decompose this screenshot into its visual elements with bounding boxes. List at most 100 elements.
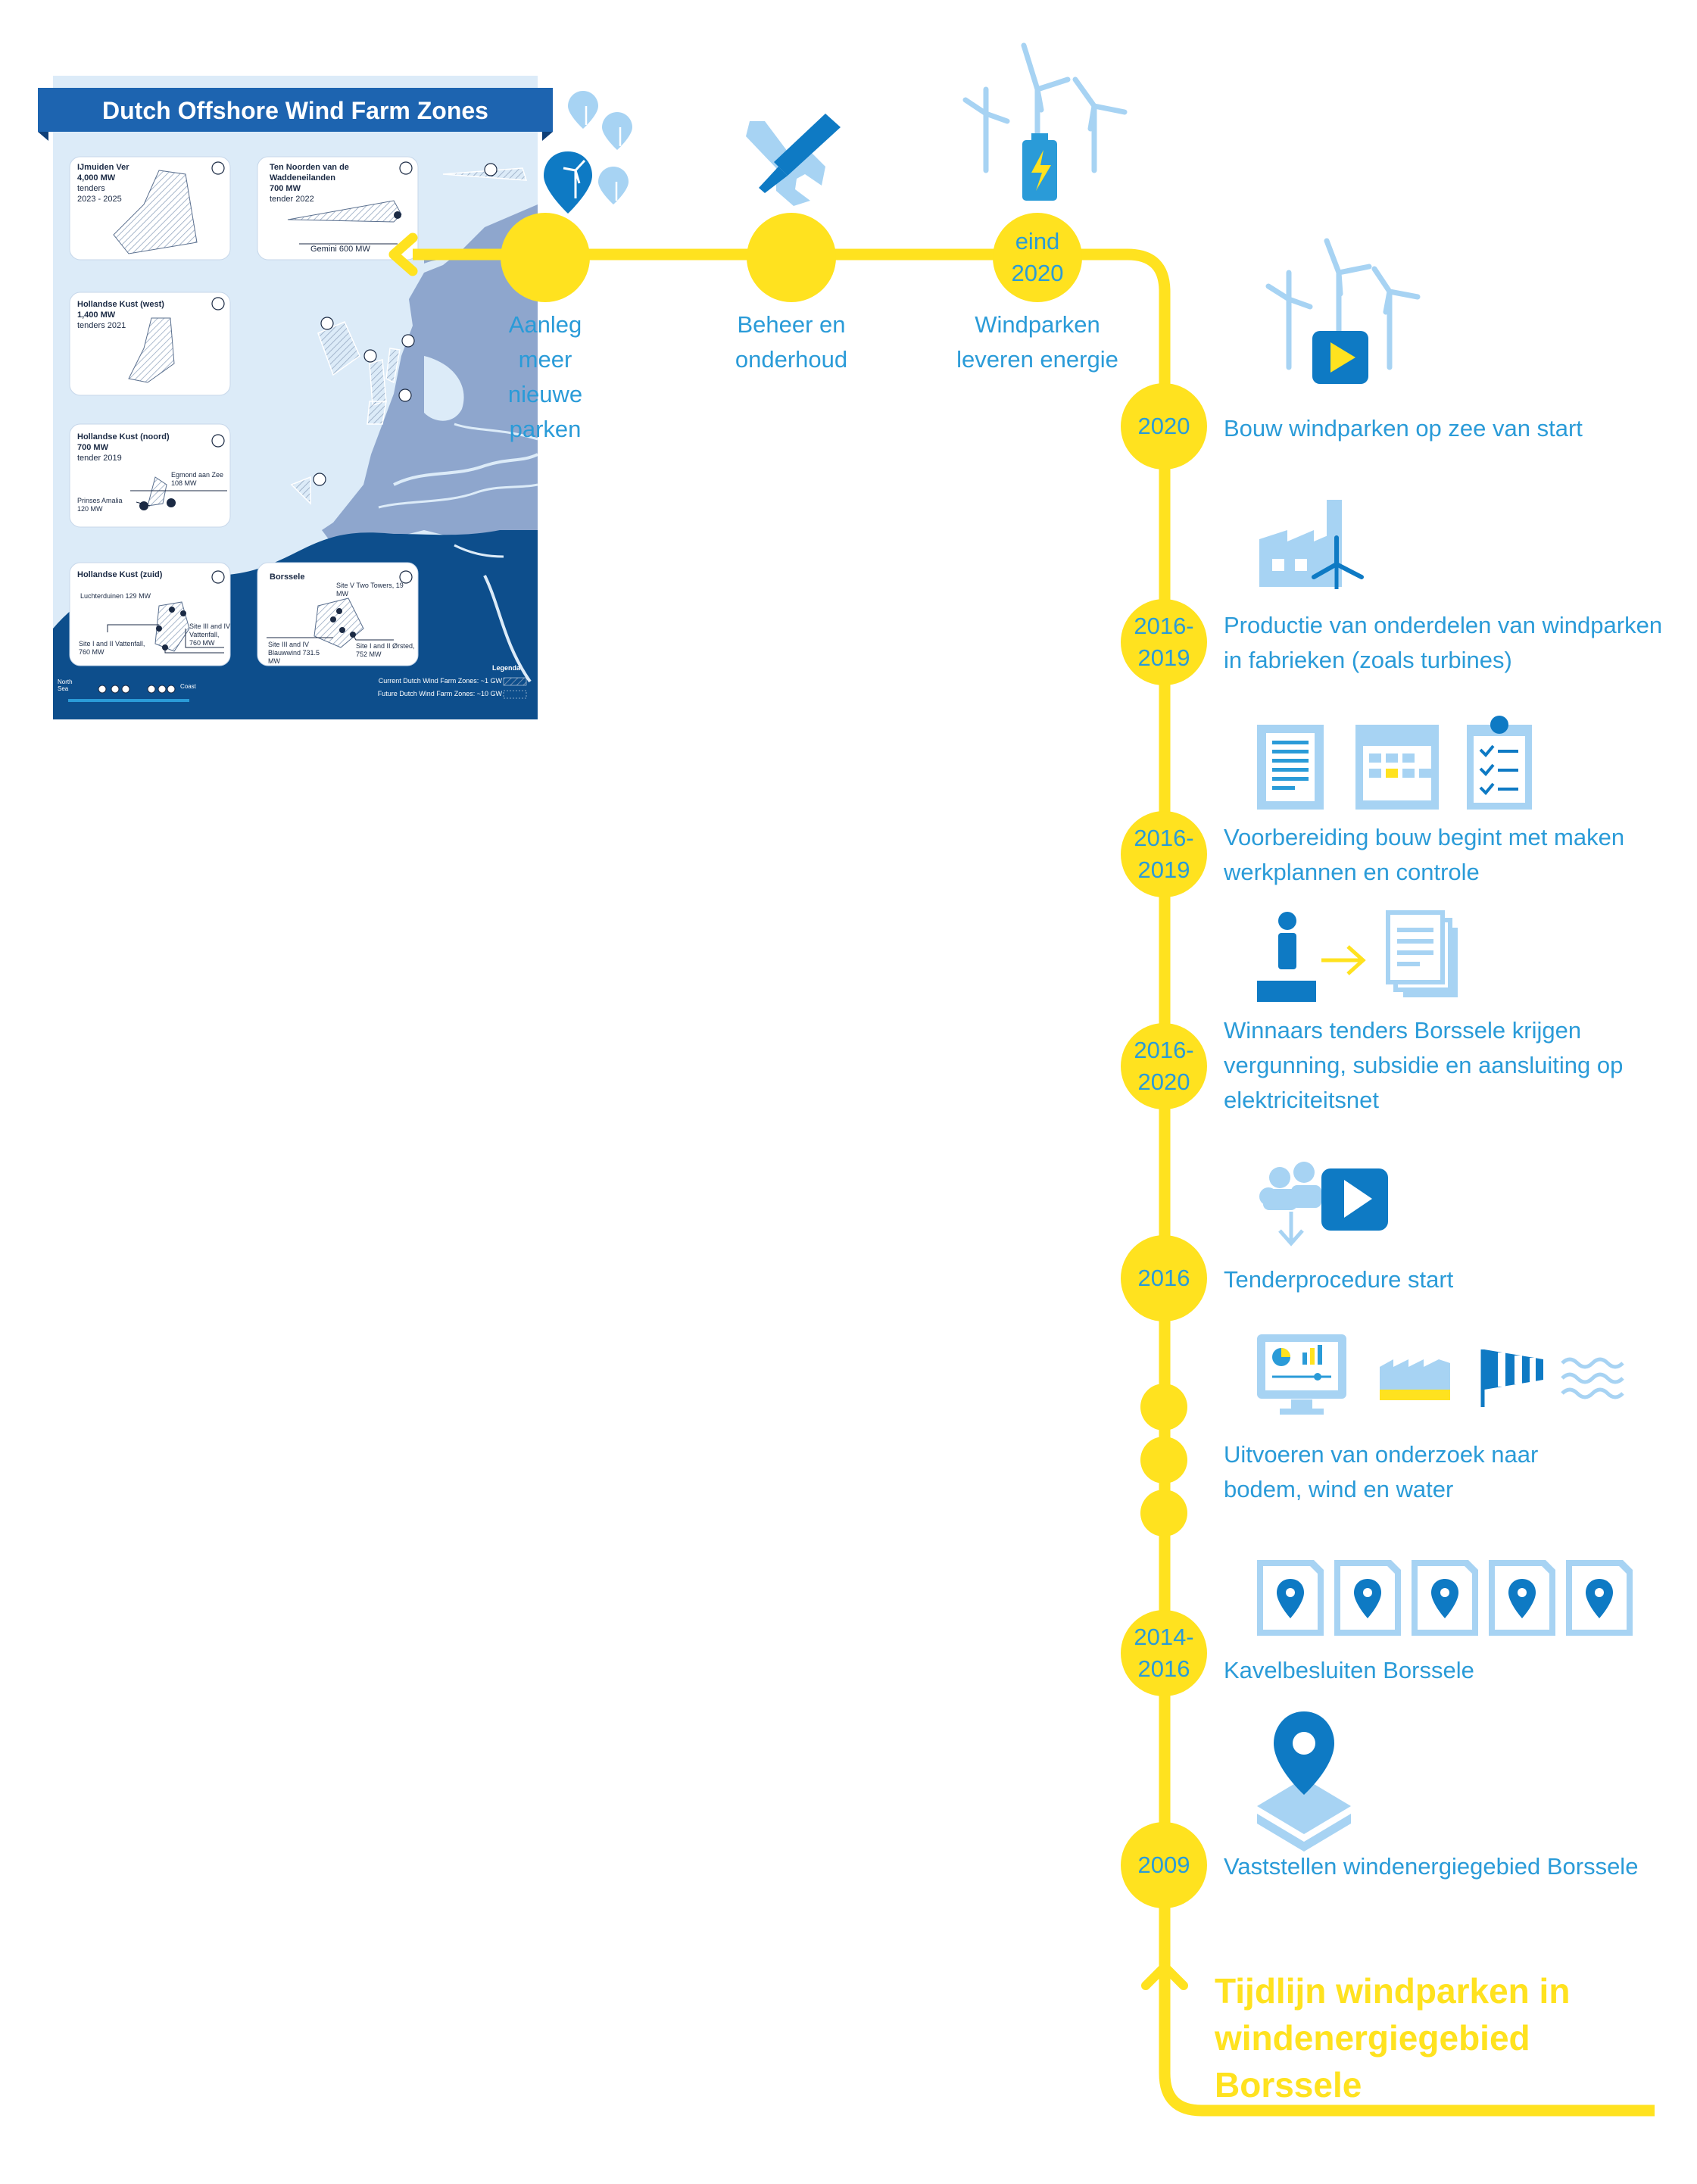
zone-tender: tender 2022 [270,195,314,204]
zone-tender: tender 2019 [77,454,122,463]
turbines-battery-icon [962,42,1128,201]
legend-title: Legenda [492,664,521,672]
year-line: 2016- [1134,613,1194,639]
step-circle-energy [993,213,1082,302]
zone-extra-gemini: Gemini 600 MW [310,245,370,254]
zone-name: Hollandse Kust (noord) [77,432,170,441]
legend-future: Future Dutch Wind Farm Zones: ~10 GW [377,690,502,697]
wrench-screwdriver-icon [746,114,841,206]
timeline-left-arrow [388,232,418,276]
legend-current: Current Dutch Wind Farm Zones: ~1 GW [378,677,502,685]
wind-turbine-location-icon [544,91,632,214]
timeline-text-winners: Winnaars tenders Borssele krijgen vergun… [1224,1013,1693,1118]
circle-line: eind [1015,228,1060,254]
zone-text-hk-noord: Hollandse Kust (noord) 700 MW tender 201… [77,432,191,463]
circle-line: 2020 [1011,260,1064,286]
zone-card-borssele [257,562,419,666]
title-line: Tijdlijn windparken in [1215,1971,1571,2011]
step-circle-label-eind-2020: eind 2020 [992,226,1083,289]
year-line: 2019 [1137,644,1190,671]
zone-capacity: 1,400 MW [77,310,116,320]
winner-documents-icon [1257,910,1458,1002]
timeline-up-arrow [1141,1962,1188,1990]
timeline-text-production: Productie van onderdelen van windparken … [1224,608,1693,678]
label-line: Aanleg [508,311,582,338]
timeline-text-2009: Vaststellen windenergiegebied Borssele [1224,1849,1678,1884]
year-line: 2016 [1137,1655,1190,1682]
zone-tender: tenders 2021 [77,321,126,330]
year-line: 2016- [1134,825,1194,851]
zone-extra-luchterduinen: Luchterduinen 129 MW [80,592,151,600]
map-zone-3 [385,348,401,384]
text-line: bodem, wind en water [1224,1476,1454,1502]
label-line: Beheer en [737,311,846,338]
step-label-maintain: Beheer en onderhoud [700,307,882,377]
label-line: meer [518,346,572,373]
people-play-icon [1259,1162,1388,1246]
year-label-2016-2019-a: 2016- 2019 [1118,610,1209,674]
map-zone-1 [290,476,311,505]
zone-name: Hollandse Kust (west) [77,300,164,309]
timeline-text-preparation: Voorbereiding bouw begint met maken werk… [1224,820,1693,890]
zone-tender-years: 2023 - 2025 [77,195,122,204]
label-line: Windparken [975,311,1100,338]
text-line: vergunning, subsidie en aansluiting op [1224,1052,1624,1078]
text-line: in fabrieken (zoals turbines) [1224,647,1512,673]
year-line: 2020 [1137,1069,1190,1095]
step-circle-build [501,213,590,302]
map-zone-5 [442,167,528,181]
location-documents-icon [1257,1560,1633,1636]
zone-card-hollandse-kust-west [69,292,231,396]
zone-card-ijmuiden-ver [69,156,231,261]
step-label-build: Aanleg meer nieuwe parken [500,307,591,447]
text-line: Voorbereiding bouw begint met maken [1224,824,1625,850]
map-title: Dutch Offshore Wind Farm Zones [102,97,488,124]
zone-text-borssele: Borssele [270,572,345,582]
zone-text-ten-noorden: Ten Noorden van de Waddeneilanden 700 MW… [270,162,391,204]
label-line: nieuwe [507,381,583,407]
timeline-title: Tijdlijn windparken in windenergiegebied… [1215,1967,1639,2108]
zone-card-ten-noorden [257,156,419,261]
year-line: 2019 [1137,856,1190,883]
step-label-energy: Windparken leveren energie [931,307,1143,377]
step-circle-maintain [747,213,836,302]
zone-text-hk-zuid: Hollandse Kust (zuid) [77,569,191,580]
zone-capacity: 700 MW [77,443,108,452]
zone-extra-orsted: Site I and II Ørsted, 752 MW [356,642,415,658]
timeline-text-tender: Tenderprocedure start [1224,1262,1678,1297]
timeline-year-circles [1121,383,1207,1908]
zone-extra-blauwwind: Site III and IV Blauwwind 731.5 MW [268,641,320,665]
label-line: parken [509,416,582,442]
scale-markers [98,685,176,694]
research-icons [1257,1334,1624,1415]
map-pin-layers-icon [1257,1711,1351,1852]
text-line: Kavelbesluiten Borssele [1224,1657,1474,1683]
label-line: onderhoud [735,346,848,373]
zone-extra-vattenfall-2: Site III and IV Vattenfall, 760 MW [189,622,231,647]
scale-north-sea: North Sea [58,679,73,692]
label-line: leveren energie [956,346,1118,373]
zone-extra-two-towers: Site V Two Towers, 19 MW [336,582,404,597]
wind-farm-map [38,76,553,719]
year-label-2016-2020: 2016- 2020 [1118,1034,1209,1098]
zone-tender: tenders [77,184,105,193]
turbines-play-icon [1265,238,1421,384]
zone-name: Ten Noorden van de Waddeneilanden [270,163,349,183]
map-zone-2 [367,401,387,425]
zone-extra-prinses-amalia: Prinses Amalia 120 MW [77,497,123,513]
text-line: Bouw windparken op zee van start [1224,415,1583,441]
text-line: Uitvoeren van onderzoek naar [1224,1441,1539,1468]
timeline-track [388,232,1655,2117]
year-label-2016-2019-b: 2016- 2019 [1118,822,1209,886]
year-line: 2016- [1134,1037,1194,1063]
text-line: Tenderprocedure start [1224,1266,1454,1293]
year-label-2014-2016: 2014- 2016 [1118,1621,1209,1685]
year-line: 2014- [1134,1624,1194,1650]
zone-capacity: 4,000 MW [77,173,116,183]
zone-name: Borssele [270,573,305,582]
timeline-text-kavelbesluiten: Kavelbesluiten Borssele [1224,1653,1678,1688]
text-line: werkplannen en controle [1224,859,1480,885]
zone-name: Hollandse Kust (zuid) [77,570,163,579]
zone-extra-vattenfall-1: Site I and II Vattenfall, 760 MW [79,640,145,656]
